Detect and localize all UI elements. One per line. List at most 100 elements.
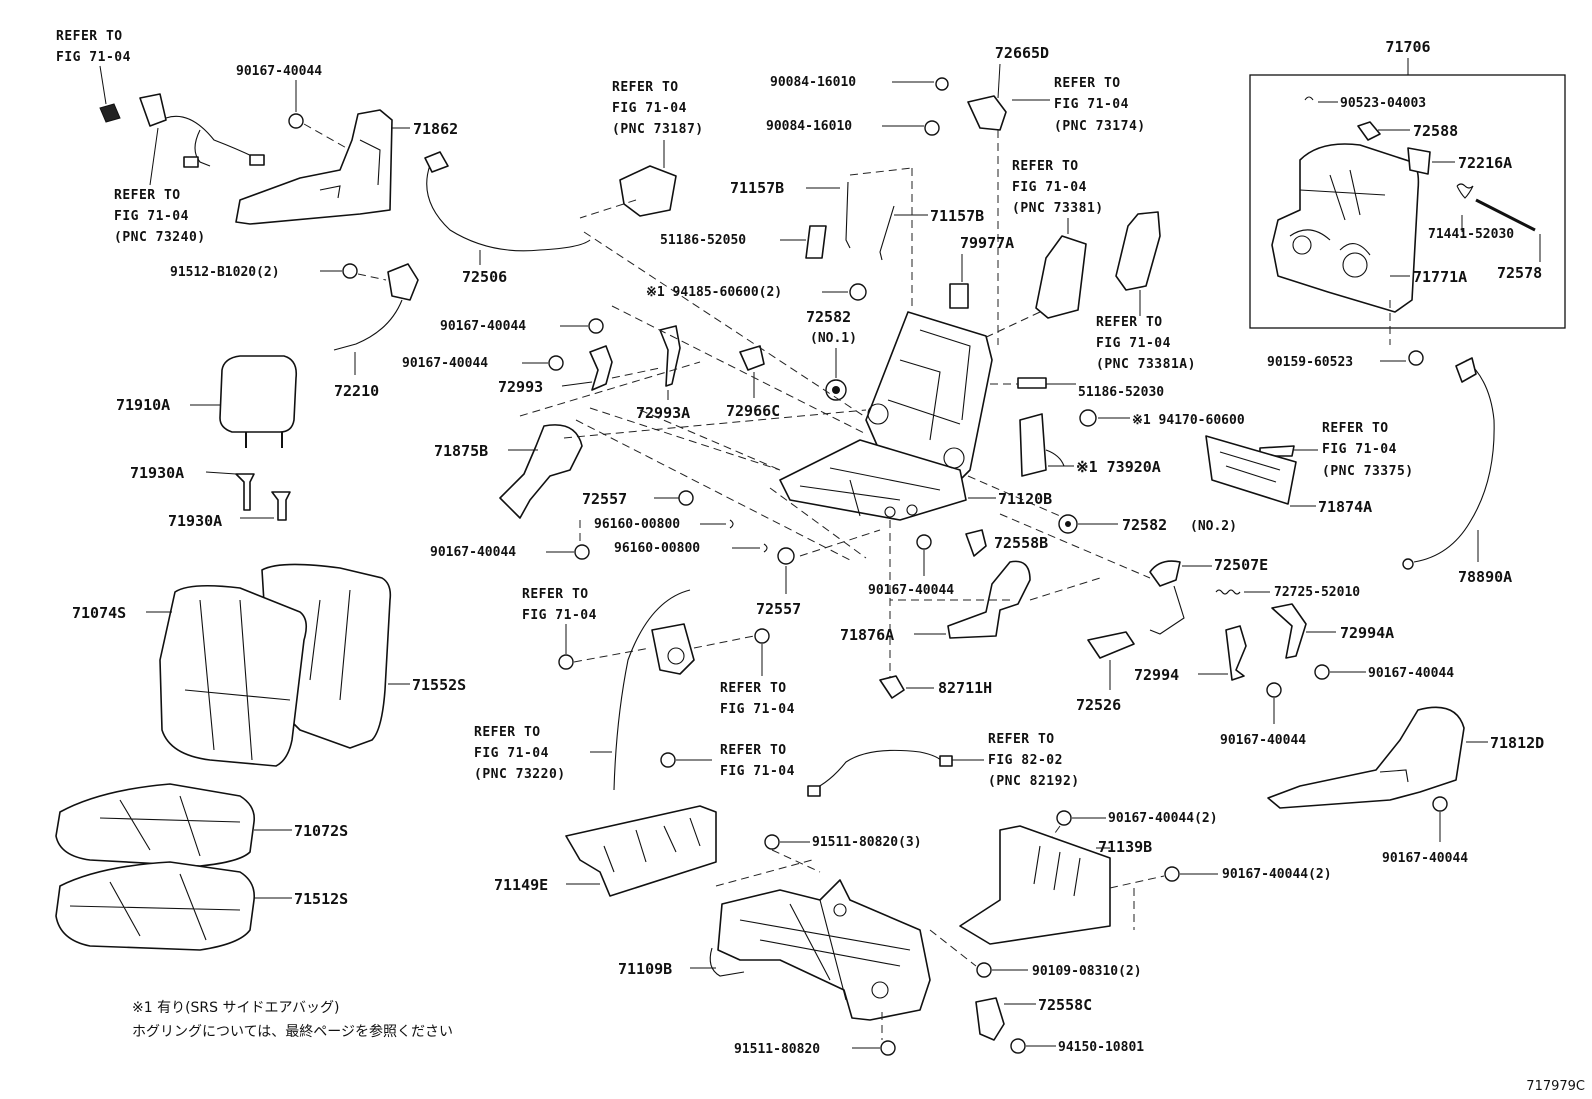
label-90523-04003[interactable]: 90523-04003: [1340, 96, 1426, 111]
label-90167-40044-e[interactable]: 90167-40044: [1220, 733, 1306, 748]
label-90159-60523[interactable]: 90159-60523: [1267, 355, 1353, 370]
label-71876A[interactable]: 71876A: [840, 626, 894, 644]
label-51186-52030[interactable]: 51186-52030: [1078, 385, 1164, 400]
label-73920A[interactable]: ※1 73920A: [1076, 458, 1161, 476]
bolt-90167-f-icon: [1314, 664, 1330, 680]
cover-71139B: [959, 825, 1111, 945]
label-94185-60600[interactable]: ※1 94185-60600(2): [646, 285, 782, 300]
ref-pnc-73381A-line3: (PNC 73381A): [1096, 357, 1196, 372]
label-72558C[interactable]: 72558C: [1038, 996, 1092, 1014]
label-91511-80820-3[interactable]: 91511-80820(3): [812, 835, 922, 850]
ref-pnc-82192-line2: FIG 82-02: [988, 753, 1063, 768]
label-90167-40044-b[interactable]: 90167-40044: [402, 356, 488, 371]
label-71441-52030[interactable]: 71441-52030: [1428, 227, 1514, 242]
ref-fig-71-04-b-line2: FIG 71-04: [522, 608, 597, 623]
label-71910A[interactable]: 71910A: [116, 396, 170, 414]
label-91511-80820[interactable]: 91511-80820: [734, 1042, 820, 1057]
bolt-90159-60523-icon: [1408, 350, 1424, 366]
label-82711H[interactable]: 82711H: [938, 679, 992, 697]
label-71552S[interactable]: 71552S: [412, 676, 466, 694]
label-94150-10801[interactable]: 94150-10801: [1058, 1040, 1144, 1055]
nut-94185-icon: [849, 283, 867, 301]
bushing-72557-2-icon: [777, 547, 795, 565]
label-71157B-2[interactable]: 71157B: [930, 207, 984, 225]
label-51186-52050[interactable]: 51186-52050: [660, 233, 746, 248]
label-90167-40044-top[interactable]: 90167-40044: [236, 64, 322, 79]
label-71930A-1[interactable]: 71930A: [130, 464, 184, 482]
label-71812D[interactable]: 71812D: [1490, 734, 1544, 752]
label-90167-40044-f[interactable]: 90167-40044: [1368, 666, 1454, 681]
ref-pnc-73240-line2: FIG 71-04: [114, 209, 189, 224]
label-71706[interactable]: 71706: [1385, 38, 1430, 56]
label-71512S[interactable]: 71512S: [294, 890, 348, 908]
ref-fig-71-04-c-line2: FIG 71-04: [720, 702, 795, 717]
latch-72216A-icon: [1407, 147, 1431, 175]
label-72216A[interactable]: 72216A: [1458, 154, 1512, 172]
assembly-71706-group: 71706 90523-04003 72588 72216A 71441-520…: [1249, 38, 1566, 329]
ref-pnc-82192-line3: (PNC 82192): [988, 774, 1080, 789]
label-96160-00800-1[interactable]: 96160-00800: [594, 517, 680, 532]
ref-pnc-73240-line3: (PNC 73240): [114, 230, 206, 245]
ref-fig-71-04-a-line1: REFER TO: [56, 29, 123, 44]
label-72507E[interactable]: 72507E: [1214, 556, 1268, 574]
bolt-90167-d-icon: [916, 534, 932, 550]
label-72582-no2[interactable]: 72582: [1122, 516, 1167, 534]
cover-72993-icon: [589, 345, 613, 391]
label-72725-52010[interactable]: 72725-52010: [1274, 585, 1360, 600]
label-71072S[interactable]: 71072S: [294, 822, 348, 840]
label-72210[interactable]: 72210: [334, 382, 379, 400]
label-71862[interactable]: 71862: [413, 120, 458, 138]
bracket-72966C-icon: [739, 345, 765, 371]
label-71149E[interactable]: 71149E: [494, 876, 548, 894]
label-90167-40044-2a[interactable]: 90167-40044(2): [1108, 811, 1218, 826]
label-90167-40044-a[interactable]: 90167-40044: [440, 319, 526, 334]
label-71120B[interactable]: 71120B: [998, 490, 1052, 508]
bolt-90167-c-icon: [574, 544, 590, 560]
label-90167-40044-g[interactable]: 90167-40044: [1382, 851, 1468, 866]
bushing-72557-1-icon: [678, 490, 694, 506]
label-90084-16010-b[interactable]: 90084-16010: [766, 119, 852, 134]
lever-72210-icon: [387, 263, 419, 301]
label-71157B-1[interactable]: 71157B: [730, 179, 784, 197]
label-72506[interactable]: 72506: [462, 268, 507, 286]
label-71875B[interactable]: 71875B: [434, 442, 488, 460]
label-71139B[interactable]: 71139B: [1098, 838, 1152, 856]
label-71874A[interactable]: 71874A: [1318, 498, 1372, 516]
label-71074S[interactable]: 71074S: [72, 604, 126, 622]
ref-pnc-73220-line1: REFER TO: [474, 725, 541, 740]
label-90167-40044-d[interactable]: 90167-40044: [868, 583, 954, 598]
label-72993A[interactable]: 72993A: [636, 404, 690, 422]
label-72558B[interactable]: 72558B: [994, 534, 1048, 552]
label-72588[interactable]: 72588: [1413, 122, 1458, 140]
label-72993[interactable]: 72993: [498, 378, 543, 396]
trim-pnc73381-icon: [1035, 235, 1087, 319]
label-72966C[interactable]: 72966C: [726, 402, 780, 420]
label-72526[interactable]: 72526: [1076, 696, 1121, 714]
label-72994[interactable]: 72994: [1134, 666, 1179, 684]
label-91512-B1020[interactable]: 91512-B1020(2): [170, 265, 280, 280]
clip-72558B-icon: [965, 529, 987, 557]
label-71930A-2[interactable]: 71930A: [168, 512, 222, 530]
cover-72994-icon: [1225, 625, 1247, 681]
ref-fig-71-04-b-line1: REFER TO: [522, 587, 589, 602]
label-72557-1[interactable]: 72557: [582, 490, 627, 508]
figure-code: 717979C: [1526, 1079, 1585, 1094]
note-srs-airbag: ※1 有り(SRS サイドエアバッグ): [132, 1000, 339, 1016]
label-78890A[interactable]: 78890A: [1458, 568, 1512, 586]
label-71771A[interactable]: 71771A: [1413, 268, 1467, 286]
label-72557-2[interactable]: 72557: [756, 600, 801, 618]
label-79977A[interactable]: 79977A: [960, 234, 1014, 252]
label-90167-40044-2b[interactable]: 90167-40044(2): [1222, 867, 1332, 882]
label-90167-40044-c[interactable]: 90167-40044: [430, 545, 516, 560]
cover-71149E: [565, 805, 717, 897]
label-72994A[interactable]: 72994A: [1340, 624, 1394, 642]
label-72582-no1[interactable]: 72582: [806, 308, 851, 326]
label-72578[interactable]: 72578: [1497, 264, 1542, 282]
label-71109B[interactable]: 71109B: [618, 960, 672, 978]
label-94170-60600[interactable]: ※1 94170-60600: [1132, 413, 1245, 428]
label-72665D[interactable]: 72665D: [995, 44, 1049, 62]
label-90084-16010-a[interactable]: 90084-16010: [770, 75, 856, 90]
label-90109-08310[interactable]: 90109-08310(2): [1032, 964, 1142, 979]
label-96160-00800-2[interactable]: 96160-00800: [614, 541, 700, 556]
